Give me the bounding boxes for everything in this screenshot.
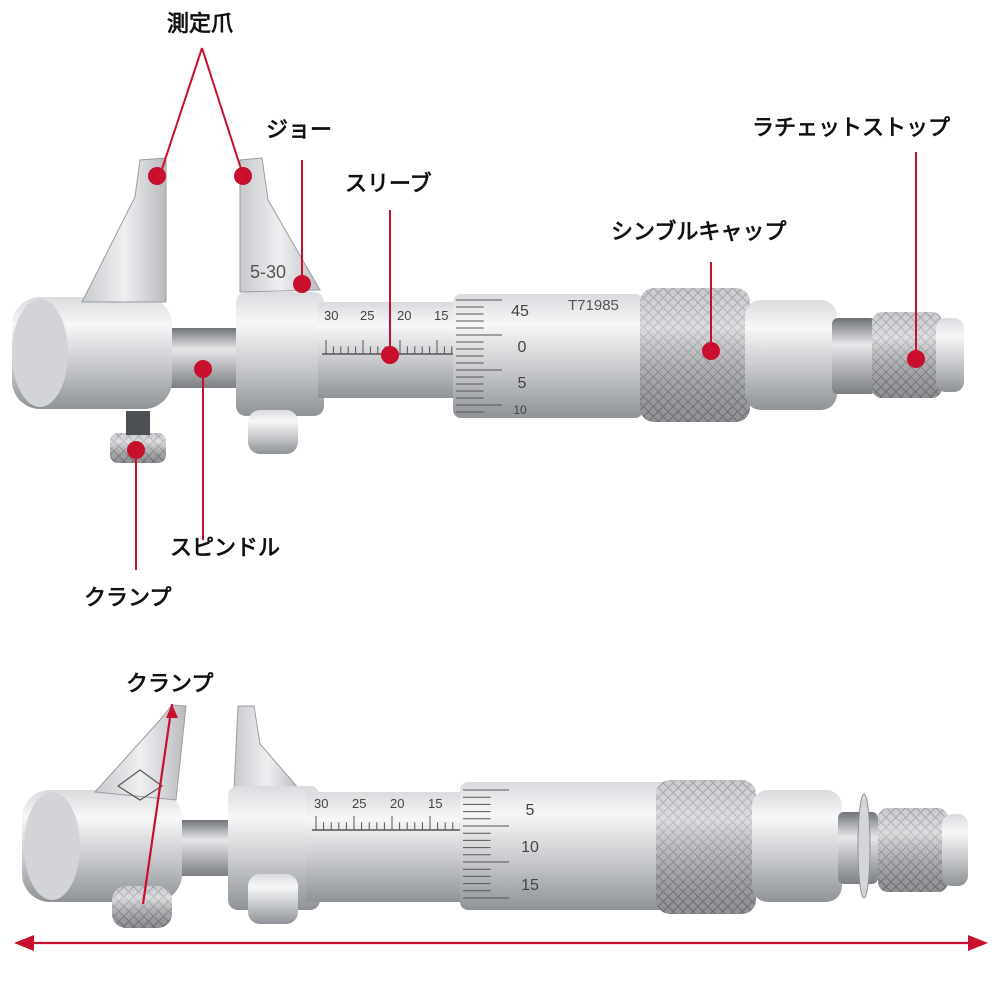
thimble-number: 10 <box>521 839 539 856</box>
sleeve <box>306 792 474 902</box>
sleeve-number: 20 <box>390 796 404 811</box>
sleeve-scale-numbers: 30 25 20 15 <box>314 796 442 811</box>
thimble-number: 5 <box>526 802 535 819</box>
ratchet-end <box>936 318 964 392</box>
sleeve-number: 15 <box>434 308 448 323</box>
sleeve-number: 30 <box>324 308 338 323</box>
right-jaw <box>233 705 302 791</box>
thimble-ticks <box>463 789 509 899</box>
label-ratchet-stop: ラチェットストップ <box>752 116 951 141</box>
bottom-callouts <box>14 703 988 951</box>
thimble-scale-numbers: 45 0 5 10 <box>511 303 529 417</box>
sleeve-number: 30 <box>314 796 328 811</box>
thimble-cap <box>745 300 837 410</box>
label-thimble-cap: シンブルキャップ <box>611 220 787 245</box>
bottom-micrometer: 30 25 20 15 5 10 15 <box>22 704 968 928</box>
thimble-cap <box>752 790 842 902</box>
ratchet-washer <box>857 793 871 899</box>
length-arrow-left-head <box>14 935 34 951</box>
callout-dot <box>293 275 311 293</box>
top-callouts <box>127 47 925 570</box>
label-clamp-top: クランプ <box>84 586 172 611</box>
callout-dot <box>127 441 145 459</box>
range-marking: 5-30 <box>250 262 286 282</box>
callout-dot <box>148 167 166 185</box>
callout-dot <box>194 360 212 378</box>
thimble-number: 0 <box>518 339 527 356</box>
lock-knob <box>248 874 298 924</box>
callout-dot <box>702 342 720 360</box>
left-anvil-face <box>12 299 68 407</box>
left-jaw <box>93 704 187 801</box>
label-sleeve: スリーブ <box>345 172 432 197</box>
sleeve-scale-numbers: 30 25 20 15 <box>324 308 448 323</box>
ratchet-end <box>942 814 968 886</box>
left-anvil-face <box>24 792 80 900</box>
thimble-scale-numbers: 5 10 15 <box>521 802 539 894</box>
thimble-number: 45 <box>511 303 529 320</box>
sleeve-ticks <box>325 340 453 354</box>
callout-dot <box>381 346 399 364</box>
serial-marking: T71985 <box>568 297 619 314</box>
sleeve-ticks <box>315 816 461 830</box>
thimble <box>453 294 643 418</box>
thimble-number: 15 <box>521 877 539 894</box>
label-measuring-claws: 測定爪 <box>167 12 234 37</box>
ratchet-neck <box>832 318 876 394</box>
callout-dot <box>234 167 252 185</box>
sleeve-number: 20 <box>397 308 411 323</box>
length-arrow-right-head <box>968 935 988 951</box>
thimble-number: 5 <box>518 375 527 392</box>
lock-knob <box>248 410 298 454</box>
sleeve-number: 15 <box>428 796 442 811</box>
sleeve-number: 25 <box>352 796 366 811</box>
spindle <box>160 328 242 388</box>
thimble <box>460 782 670 910</box>
right-jaw-body <box>236 292 324 416</box>
label-clamp-bottom: クランプ <box>126 672 214 697</box>
label-jaw: ジョー <box>266 118 333 143</box>
thimble-number: 10 <box>513 403 527 417</box>
thimble-ticks <box>456 299 502 413</box>
diamond-mark <box>116 769 164 801</box>
left-jaw <box>81 157 167 303</box>
sleeve-number: 25 <box>360 308 374 323</box>
top-micrometer: 5-30 T71985 30 25 20 15 45 0 5 10 <box>12 157 964 463</box>
label-spindle: スピンドル <box>170 536 281 561</box>
callout-dot <box>907 350 925 368</box>
